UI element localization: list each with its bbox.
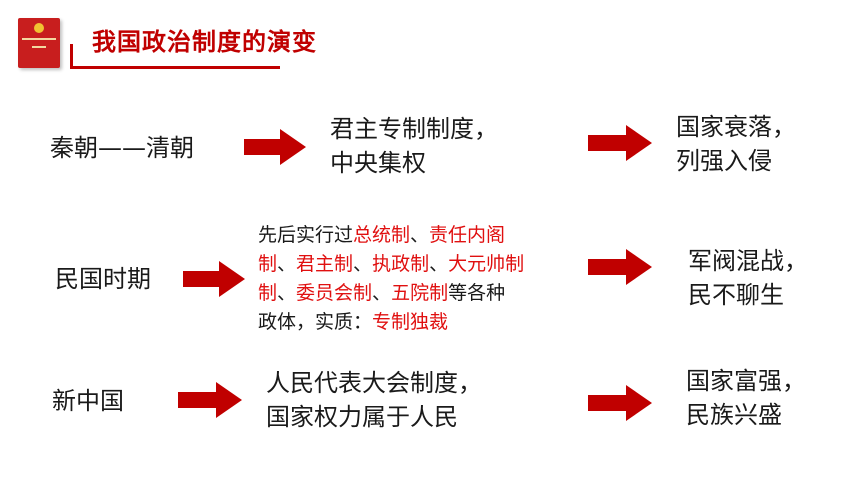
system-line: 国家权力属于人民: [266, 403, 458, 431]
emblem-icon: [34, 23, 44, 33]
system-text-1: 君主专制制度， 中央集权: [330, 112, 498, 180]
system-line: 人民代表大会制度，: [266, 369, 482, 397]
result-text-1: 国家衰落， 列强入侵: [676, 110, 796, 178]
result-line: 列强入侵: [676, 147, 772, 175]
result-line: 民不聊生: [688, 281, 784, 309]
title-accent: [70, 44, 73, 68]
period-label-minguo: 民国时期: [55, 265, 151, 293]
result-text-3: 国家富强， 民族兴盛: [686, 364, 806, 432]
page-title: 我国政治制度的演变: [92, 28, 317, 56]
arrow-right-icon: [588, 385, 652, 421]
result-line: 民族兴盛: [686, 401, 782, 429]
system-line: 制、君主制、执政制、大元帅制: [258, 253, 525, 275]
period-label-qin-qing: 秦朝——清朝: [50, 134, 194, 162]
system-text-2: 先后实行过总统制、责任内阁 制、君主制、执政制、大元帅制 制、委员会制、五院制等…: [258, 221, 524, 337]
result-line: 军阀混战，: [688, 247, 808, 275]
arrow-right-icon: [178, 382, 242, 418]
system-line: 制、委员会制、五院制等各种: [258, 282, 506, 304]
constitution-book-icon: [18, 18, 60, 68]
system-line: 中央集权: [330, 149, 426, 177]
system-line: 先后实行过总统制、责任内阁: [258, 224, 506, 246]
result-text-2: 军阀混战， 民不聊生: [688, 244, 808, 312]
period-label-new-china: 新中国: [52, 387, 124, 415]
system-text-3: 人民代表大会制度， 国家权力属于人民: [266, 366, 482, 434]
arrow-right-icon: [588, 249, 652, 285]
arrow-right-icon: [244, 129, 306, 165]
arrow-right-icon: [183, 261, 245, 297]
system-line: 君主专制制度，: [330, 115, 498, 143]
result-line: 国家衰落，: [676, 113, 796, 141]
title-underline: [70, 66, 280, 69]
result-line: 国家富强，: [686, 367, 806, 395]
arrow-right-icon: [588, 125, 652, 161]
system-line: 政体，实质：专制独裁: [258, 311, 449, 333]
